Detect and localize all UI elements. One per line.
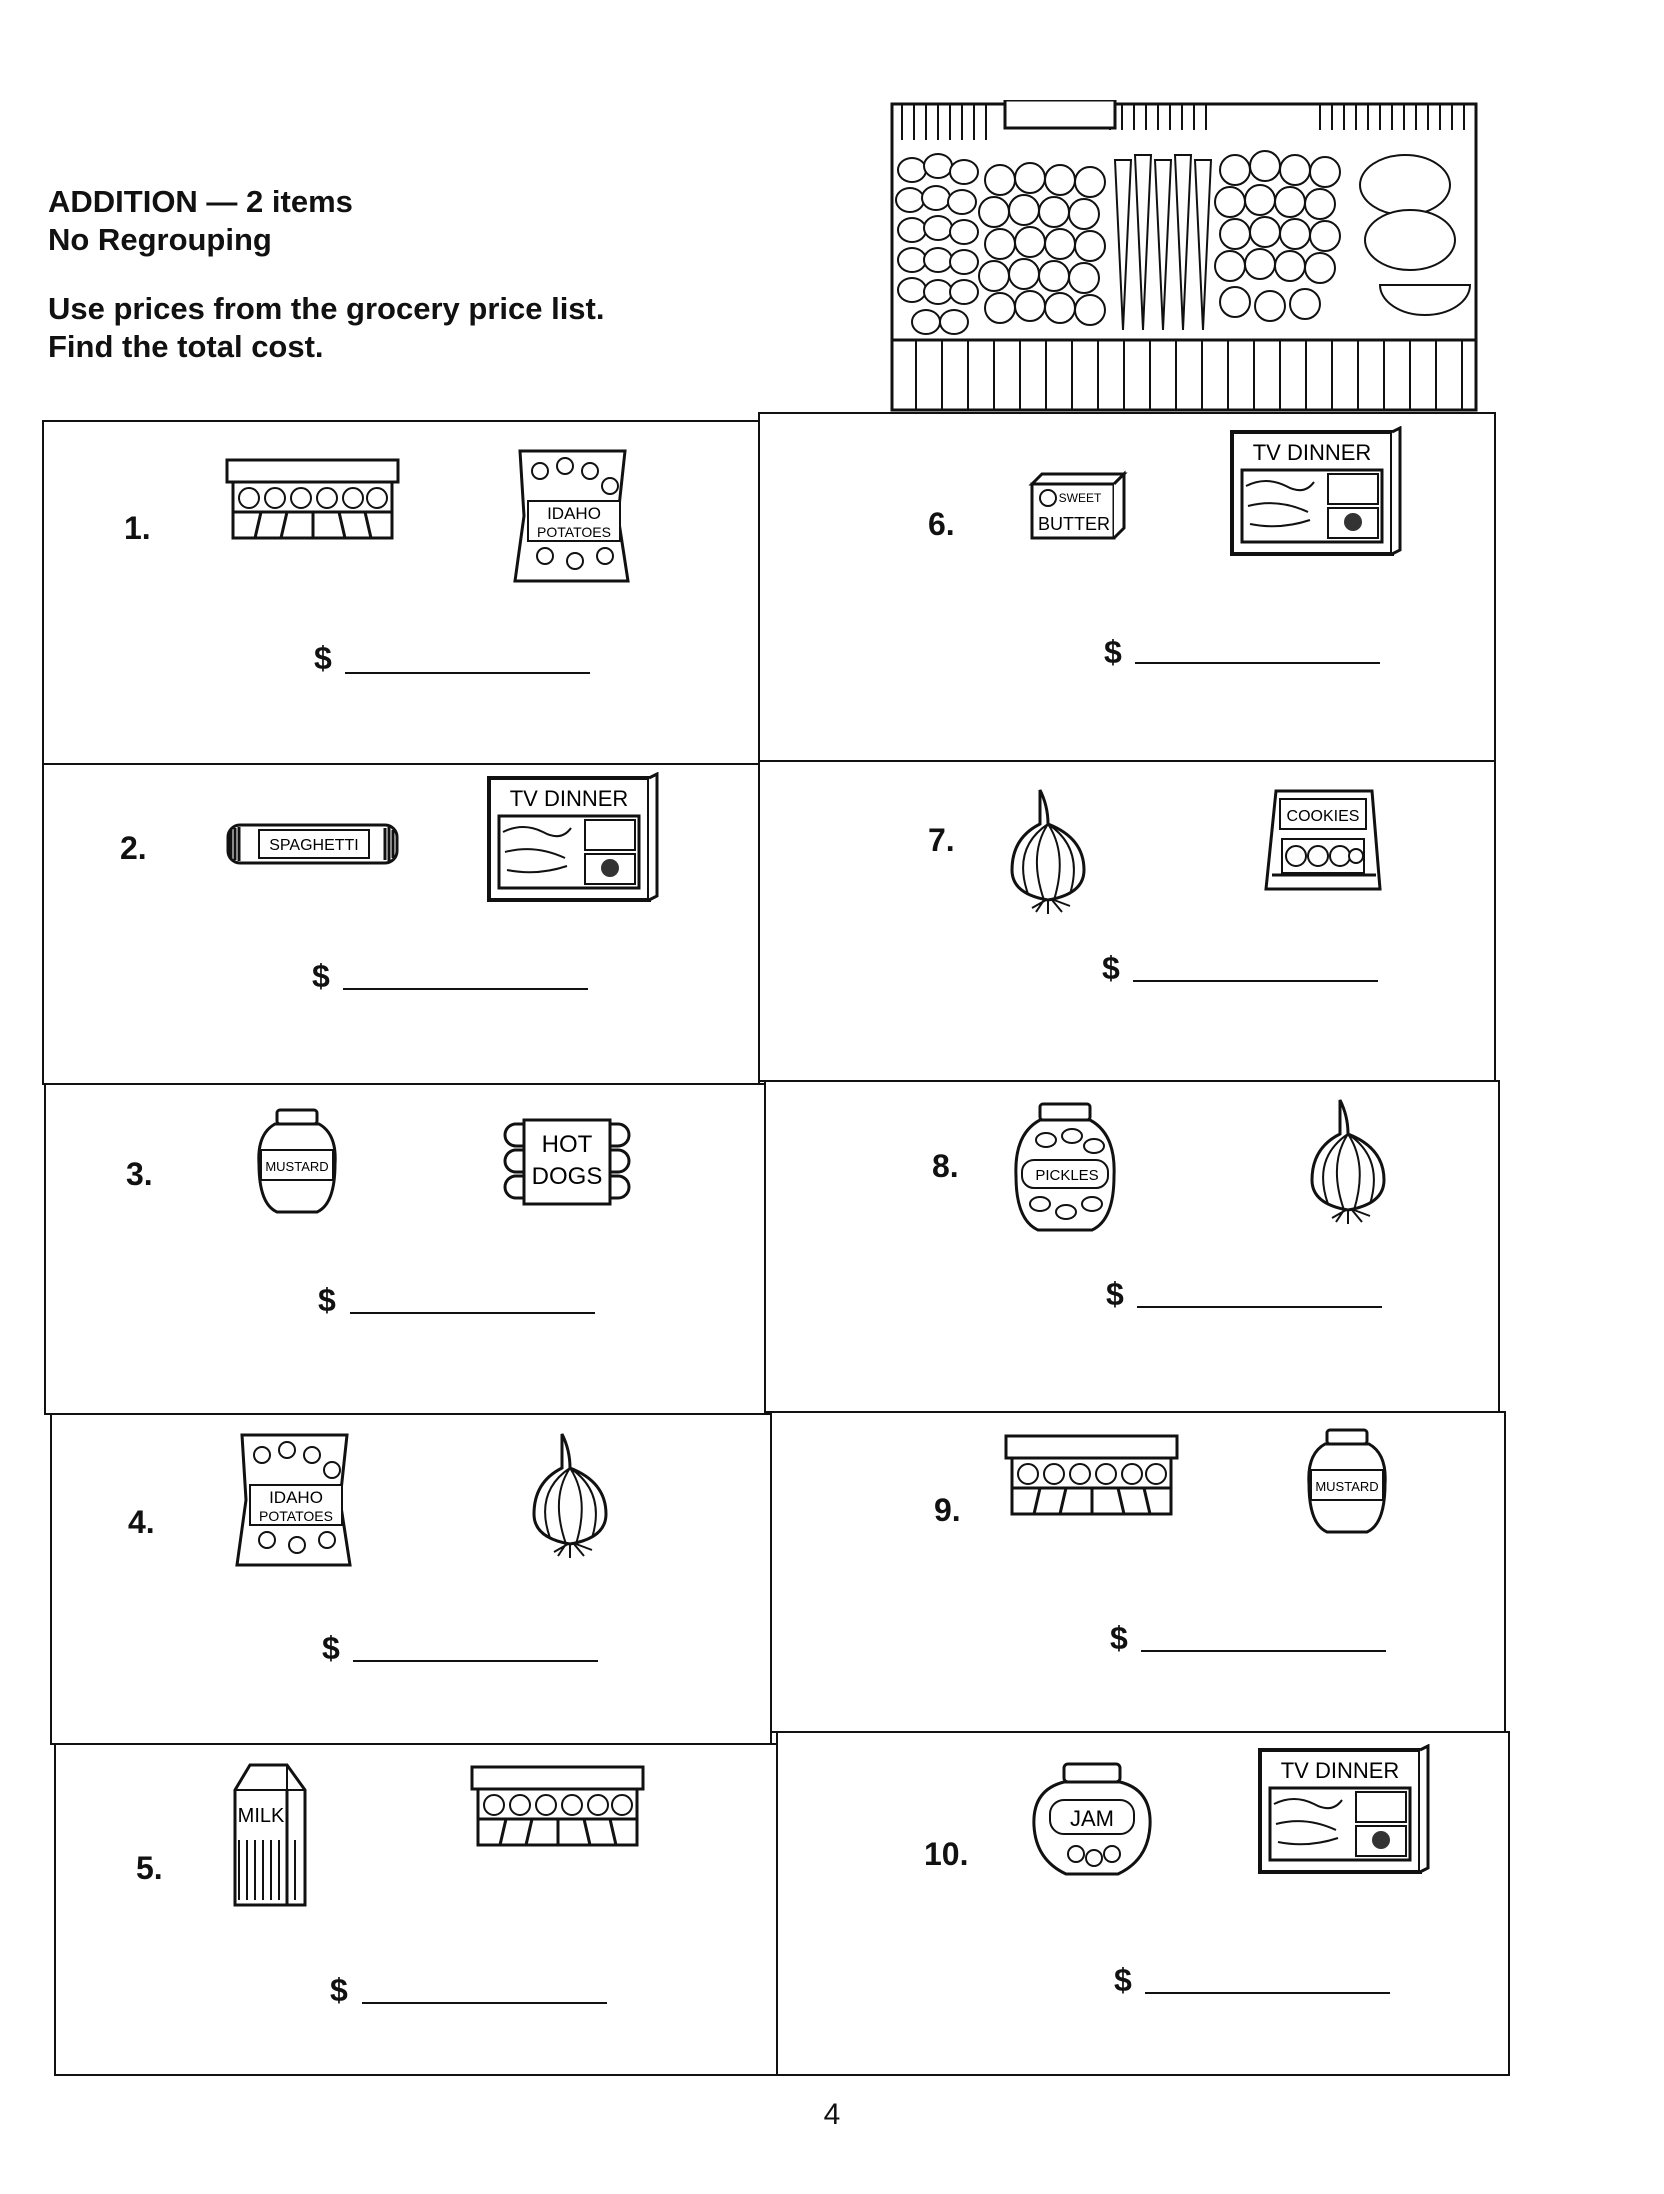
answer-line[interactable] (1137, 1306, 1382, 1308)
produce-stand-illustration (890, 100, 1478, 412)
dollar-sign: $ (322, 1630, 340, 1666)
instruction-line: Use prices from the grocery price list. (48, 291, 605, 326)
label-text: IDAHO (547, 504, 601, 523)
label-text: MUSTARD (265, 1159, 328, 1174)
potato-bag-icon: IDAHO POTATOES (235, 1433, 352, 1567)
worksheet-title: ADDITION — 2 items No Regrouping (48, 183, 353, 259)
instruction-line: Find the total cost. (48, 329, 324, 364)
label-text: TV DINNER (510, 786, 629, 811)
onion-icon (532, 1433, 608, 1558)
problem-number: 10. (924, 1836, 969, 1872)
label-text: DOGS (532, 1163, 603, 1190)
label-text: POTATOES (537, 524, 611, 540)
butter-box-icon: SWEET BUTTER (1028, 470, 1128, 540)
problem-cell-5 (54, 1743, 778, 2076)
label-text: SPAGHETTI (269, 837, 359, 854)
spaghetti-package-icon: SPAGHETTI (226, 823, 399, 865)
onion-icon (1310, 1099, 1386, 1224)
answer-line[interactable] (1135, 662, 1380, 664)
cookies-bag-icon: COOKIES (1264, 789, 1382, 891)
tv-dinner-icon: TV DINNER (1230, 426, 1402, 556)
problem-cell-3 (44, 1083, 766, 1415)
dollar-sign: $ (312, 958, 330, 994)
hot-dogs-package-icon: HOT DOGS (503, 1118, 631, 1206)
egg-carton-icon (1004, 1434, 1179, 1516)
answer-line[interactable] (1141, 1650, 1386, 1652)
answer-line[interactable] (1133, 980, 1378, 982)
label-text: TV DINNER (1281, 1758, 1400, 1783)
problem-number: 8. (932, 1148, 959, 1184)
problem-number: 3. (126, 1156, 153, 1192)
label-text: SWEET (1059, 491, 1102, 505)
label-text: MILK (238, 1805, 285, 1827)
label-text: IDAHO (269, 1488, 323, 1507)
pickle-jar-icon: PICKLES (1014, 1102, 1116, 1232)
problem-number: 7. (928, 822, 955, 858)
answer-line[interactable] (362, 2002, 607, 2004)
label-text: HOT (542, 1131, 593, 1158)
problem-cell-1 (42, 420, 760, 765)
problem-cell-10 (776, 1731, 1510, 2076)
dollar-sign: $ (1114, 1962, 1132, 1998)
onion-icon (1010, 789, 1086, 914)
dollar-sign: $ (1110, 1620, 1128, 1656)
dollar-sign: $ (1102, 950, 1120, 986)
answer-line[interactable] (353, 1660, 598, 1662)
problem-number: 5. (136, 1850, 163, 1886)
page-number: 4 (823, 2098, 841, 2131)
answer-line[interactable] (1145, 1992, 1390, 1994)
answer-line[interactable] (343, 988, 588, 990)
label-text: PICKLES (1035, 1167, 1098, 1184)
potato-bag-icon: IDAHO POTATOES (513, 449, 630, 583)
mustard-jar-icon: MUSTARD (1307, 1428, 1387, 1534)
problem-number: 4. (128, 1504, 155, 1540)
egg-carton-icon (225, 458, 400, 540)
title-line: ADDITION — 2 items (48, 184, 353, 219)
instructions: Use prices from the grocery price list. … (48, 290, 605, 366)
problem-cell-4 (50, 1413, 772, 1745)
dollar-sign: $ (318, 1282, 336, 1318)
problem-number: 1. (124, 510, 151, 546)
answer-line[interactable] (350, 1312, 595, 1314)
label-text: JAM (1070, 1806, 1114, 1831)
problem-number: 2. (120, 830, 147, 866)
label-text: MUSTARD (1315, 1479, 1378, 1494)
tv-dinner-icon: TV DINNER (1258, 1744, 1430, 1874)
subtitle-line: No Regrouping (48, 222, 272, 257)
jam-jar-icon: JAM (1032, 1762, 1152, 1876)
label-text: BUTTER (1038, 514, 1110, 534)
dollar-sign: $ (314, 640, 332, 676)
dollar-sign: $ (1104, 634, 1122, 670)
label-text: TV DINNER (1253, 440, 1372, 465)
problem-number: 9. (934, 1492, 961, 1528)
label-text: COOKIES (1287, 808, 1360, 825)
answer-line[interactable] (345, 672, 590, 674)
label-text: POTATOES (259, 1508, 333, 1524)
mustard-jar-icon: MUSTARD (257, 1108, 337, 1214)
milk-carton-icon: MILK (233, 1763, 307, 1907)
dollar-sign: $ (330, 1972, 348, 2008)
tv-dinner-icon: TV DINNER (487, 772, 659, 902)
egg-carton-icon (470, 1765, 645, 1847)
problem-number: 6. (928, 506, 955, 542)
dollar-sign: $ (1106, 1276, 1124, 1312)
